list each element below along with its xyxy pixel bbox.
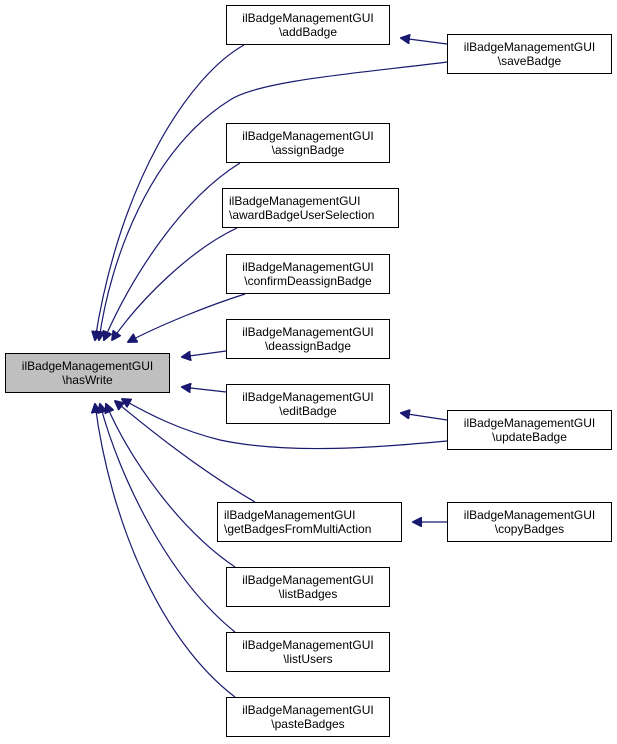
node-method-label: \hasWrite: [62, 373, 113, 387]
node-class-label: ilBadgeManagementGUI: [242, 325, 374, 339]
node-hasWrite[interactable]: ilBadgeManagementGUI \hasWrite: [5, 353, 170, 393]
node-getBadgesFromMultiAction[interactable]: ilBadgeManagementGUI \getBadgesFromMulti…: [217, 502, 402, 542]
edge-confirmDeassignBadge-to-hasWrite: [128, 293, 246, 342]
node-method-label: \confirmDeassignBadge: [244, 274, 372, 288]
node-copyBadges[interactable]: ilBadgeManagementGUI \copyBadges: [447, 502, 612, 542]
node-assignBadge[interactable]: ilBadgeManagementGUI \assignBadge: [226, 123, 390, 163]
node-saveBadge[interactable]: ilBadgeManagementGUI \saveBadge: [447, 34, 612, 74]
edge-pasteBadges-to-hasWrite: [95, 404, 236, 698]
edge-addBadge-to-hasWrite: [95, 44, 245, 340]
node-method-label: \copyBadges: [494, 522, 565, 536]
edge-deassignBadge-to-hasWrite: [182, 350, 227, 357]
node-class-label: ilBadgeManagementGUI: [463, 508, 596, 522]
node-class-label: ilBadgeManagementGUI: [242, 638, 374, 652]
node-class-label: ilBadgeManagementGUI: [463, 40, 596, 54]
node-method-label: \addBadge: [278, 25, 338, 39]
node-method-label: \awardBadgeUserSelection: [229, 208, 375, 222]
node-awardBadgeUserSelection[interactable]: ilBadgeManagementGUI \awardBadgeUserSele…: [222, 188, 399, 228]
node-class-label: ilBadgeManagementGUI: [242, 390, 374, 404]
node-confirmDeassignBadge[interactable]: ilBadgeManagementGUI \confirmDeassignBad…: [226, 254, 390, 294]
node-pasteBadges[interactable]: ilBadgeManagementGUI \pasteBadges: [226, 697, 390, 737]
edge-assignBadge-to-hasWrite: [104, 162, 241, 340]
node-method-label: \updateBadge: [492, 430, 567, 444]
node-addBadge[interactable]: ilBadgeManagementGUI \addBadge: [226, 5, 390, 45]
node-editBadge[interactable]: ilBadgeManagementGUI \editBadge: [226, 384, 390, 424]
node-method-label: \listBadges: [278, 587, 338, 601]
edge-listBadges-to-hasWrite: [106, 404, 236, 568]
node-class-label: ilBadgeManagementGUI: [242, 703, 374, 717]
edge-updateBadge-to-hasWrite: [122, 399, 448, 450]
node-class-label: ilBadgeManagementGUI: [21, 359, 154, 373]
node-class-label: ilBadgeManagementGUI: [229, 194, 361, 208]
node-class-label: ilBadgeManagementGUI: [463, 416, 596, 430]
node-class-label: ilBadgeManagementGUI: [242, 573, 374, 587]
node-method-label: \saveBadge: [497, 54, 562, 68]
edge-listUsers-to-hasWrite: [100, 404, 236, 633]
edge-saveBadge-to-hasWrite: [99, 61, 448, 340]
node-method-label: \deassignBadge: [264, 339, 352, 353]
node-updateBadge[interactable]: ilBadgeManagementGUI \updateBadge: [447, 410, 612, 450]
node-method-label: \pasteBadges: [271, 717, 345, 731]
node-method-label: \listUsers: [283, 652, 333, 666]
node-listUsers[interactable]: ilBadgeManagementGUI \listUsers: [226, 632, 390, 672]
node-deassignBadge[interactable]: ilBadgeManagementGUI \deassignBadge: [226, 319, 390, 359]
node-class-label: ilBadgeManagementGUI: [242, 129, 374, 143]
edge-updateBadge-to-editBadge: [401, 413, 448, 421]
node-method-label: \editBadge: [279, 404, 337, 418]
edge-getBadgesFromMultiAction-to-hasWrite: [115, 401, 256, 503]
node-listBadges[interactable]: ilBadgeManagementGUI \listBadges: [226, 567, 390, 607]
node-method-label: \getBadgesFromMultiAction: [224, 522, 372, 536]
node-class-label: ilBadgeManagementGUI: [224, 508, 356, 522]
node-method-label: \assignBadge: [271, 143, 345, 157]
edge-awardBadgeUserSelection-to-hasWrite: [112, 227, 238, 340]
edge-saveBadge-to-addBadge: [401, 38, 448, 45]
node-class-label: ilBadgeManagementGUI: [242, 260, 374, 274]
node-class-label: ilBadgeManagementGUI: [242, 11, 374, 25]
edge-editBadge-to-hasWrite: [182, 387, 227, 392]
